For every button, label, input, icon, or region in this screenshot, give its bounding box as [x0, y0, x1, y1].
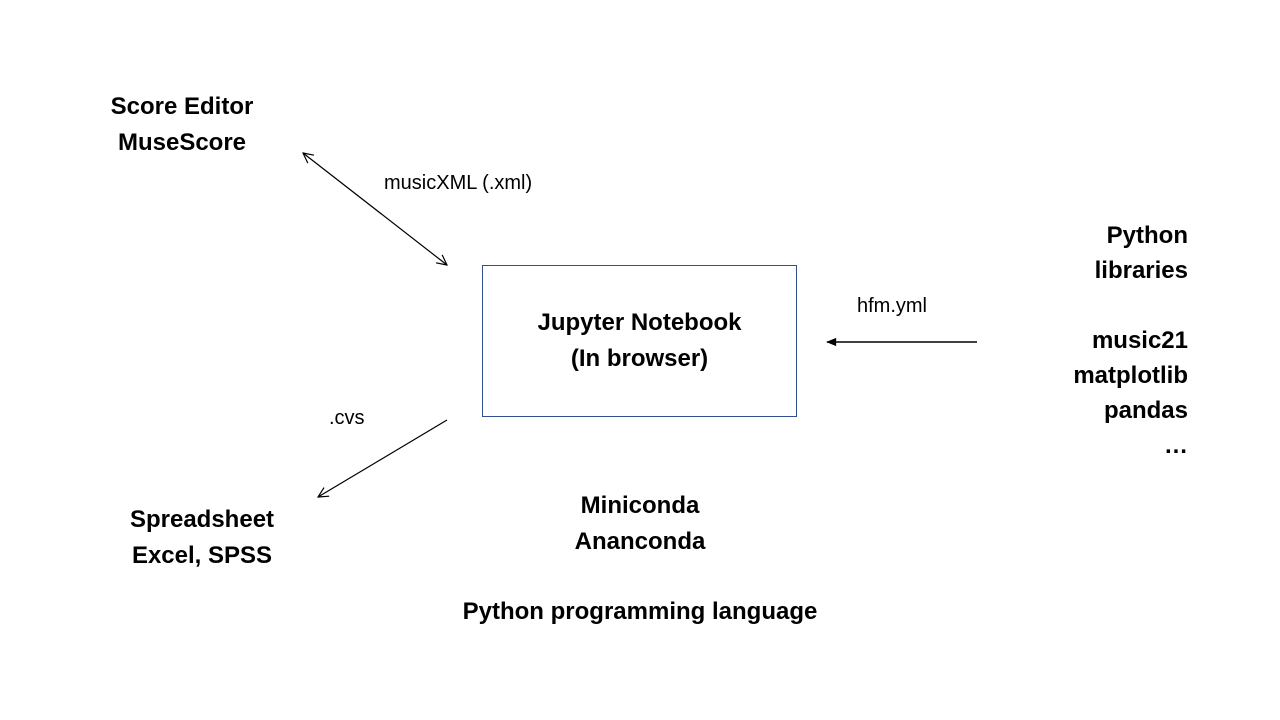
yml-label: hfm.yml [857, 295, 927, 317]
python-libraries-node: Python libraries music21 matplotlib pand… [988, 218, 1188, 463]
library-item: pandas [1103, 397, 1188, 424]
csv-label: .cvs [329, 407, 365, 429]
library-item-ellipsis: … [1164, 432, 1188, 459]
conda-node: Miniconda Ananconda [540, 488, 740, 560]
musicxml-label: musicXML (.xml) [384, 172, 533, 194]
csv-export-arrow [318, 419, 448, 497]
conda-anaconda: Ananconda [574, 528, 706, 555]
library-item: music21 [1091, 327, 1188, 354]
spreadsheet-node: Spreadsheet Excel, SPSS [102, 502, 302, 574]
spreadsheet-title: Spreadsheet [129, 506, 275, 533]
python-libraries-spacer [988, 288, 1188, 323]
jupyter-subtitle: (In browser) [570, 345, 709, 372]
spreadsheet-subtitle: Excel, SPSS [131, 542, 273, 569]
score-editor-node: Score Editor MuseScore [90, 89, 274, 161]
musicxml-bidirectional-arrow [303, 153, 447, 265]
score-editor-subtitle: MuseScore [117, 129, 247, 156]
library-item: matplotlib [1073, 362, 1188, 389]
score-editor-title: Score Editor [110, 93, 254, 120]
python-language-label: Python programming language [462, 598, 818, 625]
conda-miniconda: Miniconda [580, 492, 700, 519]
jupyter-notebook-box: Jupyter Notebook (In browser) [482, 265, 797, 417]
python-libraries-title: Python [1106, 222, 1188, 249]
python-libraries-title-2: libraries [1094, 257, 1188, 284]
jupyter-title: Jupyter Notebook [537, 309, 742, 336]
